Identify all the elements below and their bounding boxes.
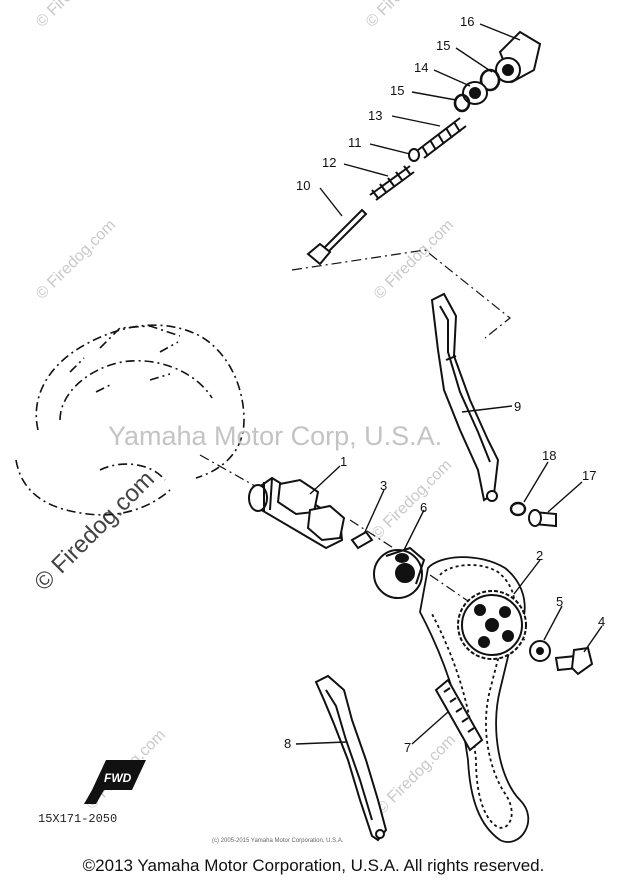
part-13-tensioner-spring	[417, 117, 467, 159]
callout-10: 10	[296, 178, 310, 193]
fwd-logo-text: FWD	[104, 771, 132, 785]
leader-lines	[295, 23, 603, 745]
diagram-part-code: 15X171-2050	[38, 812, 117, 826]
watermark-yamaha: Yamaha Motor Corp, U.S.A.	[108, 421, 442, 451]
part-6-sprocket-hub	[373, 546, 426, 599]
callout-13: 13	[368, 108, 382, 123]
callout-2: 2	[536, 548, 543, 563]
copyright-notice: ©2013 Yamaha Motor Corporation, U.S.A. A…	[82, 856, 545, 875]
part-11-washer	[408, 148, 420, 162]
watermark-layer: © Firedog.com © Firedog.com © Firedog.co…	[29, 0, 459, 818]
callout-numbers: 16 15 14 15 13 11 12 10 9 18 17 1 3 6 2 …	[284, 14, 605, 755]
callout-16: 16	[460, 14, 474, 29]
fine-print-copyright: (c) 2005-2015 Yamaha Motor Corporation, …	[212, 838, 344, 844]
callout-1: 1	[340, 454, 347, 469]
callout-6: 6	[420, 500, 427, 515]
part-4-bolt	[554, 646, 594, 676]
part-8-chain-guide	[314, 674, 388, 842]
callout-7: 7	[404, 740, 411, 755]
part-14-nut	[462, 81, 488, 105]
engine-case-outline	[15, 324, 245, 516]
callout-9: 9	[514, 399, 521, 414]
callout-18: 18	[542, 448, 556, 463]
callout-15-lower: 15	[390, 83, 404, 98]
part-16-cap-nut	[495, 30, 542, 84]
watermark-firedog: © Firedog.com	[363, 0, 449, 31]
fwd-logo: FWD	[84, 760, 146, 804]
part-18-washer	[509, 501, 527, 517]
callout-17: 17	[582, 468, 596, 483]
callout-4: 4	[598, 614, 605, 629]
part-2-cam-sprocket	[457, 590, 527, 660]
callout-8: 8	[284, 736, 291, 751]
callout-5: 5	[556, 594, 563, 609]
part-12-small-spring	[369, 165, 415, 201]
callout-12: 12	[322, 155, 336, 170]
part-17-bolt	[528, 509, 557, 528]
part-5-washer	[529, 640, 551, 662]
part-7-chain-damper	[434, 678, 484, 752]
watermark-firedog: © Firedog.com	[33, 0, 119, 31]
watermark-firedog: © Firedog.com	[369, 456, 455, 542]
part-1-camshaft	[248, 476, 346, 550]
part-9-chain-tensioner-guide	[430, 292, 500, 502]
callout-3: 3	[380, 478, 387, 493]
watermark-firedog: © Firedog.com	[33, 216, 119, 302]
watermark-firedog: © Firedog.com	[29, 466, 160, 597]
watermark-firedog: © Firedog.com	[371, 216, 457, 302]
callout-14: 14	[414, 60, 428, 75]
watermark-firedog: © Firedog.com	[373, 731, 459, 817]
part-10-push-rod	[306, 208, 368, 266]
callout-15-upper: 15	[436, 38, 450, 53]
callout-11: 11	[348, 135, 362, 150]
part-15-o-ring-lower	[453, 93, 471, 113]
part-3-dowel-pin	[350, 530, 374, 550]
